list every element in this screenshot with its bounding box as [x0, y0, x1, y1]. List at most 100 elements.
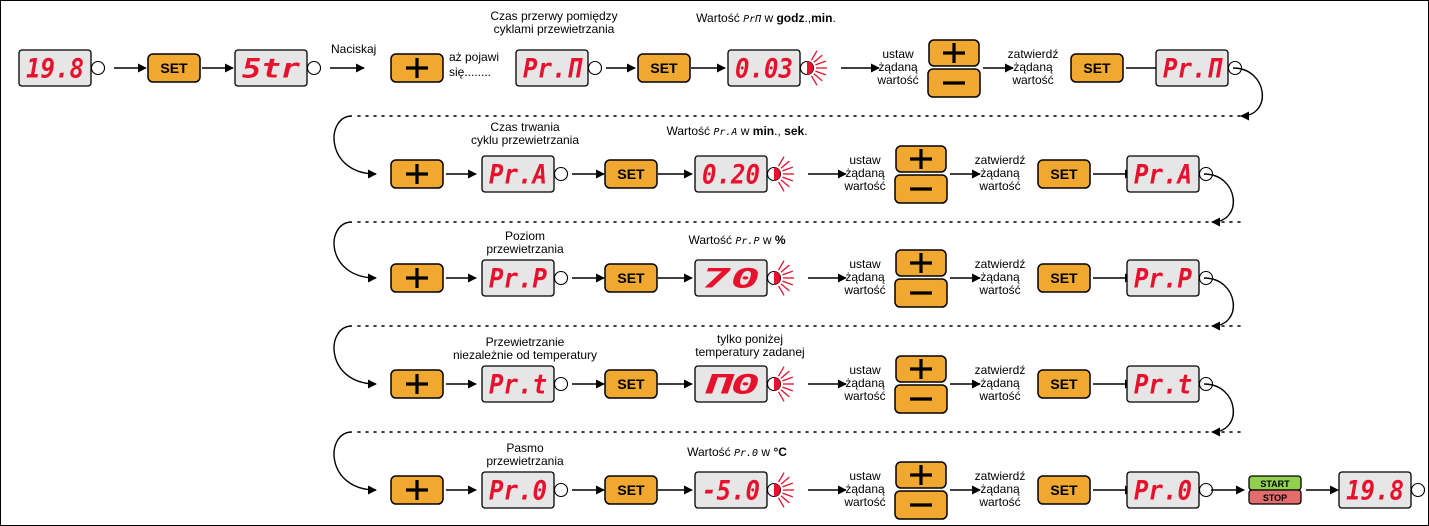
row1-confirm-set-button-label: SET: [1083, 60, 1111, 76]
row5-param-confirm-display: Pr.0: [1126, 471, 1214, 509]
row1-title: cyklami przewietrzania: [494, 22, 615, 36]
start-temp-display-led: [90, 60, 106, 76]
row4-confirm-label: zatwierdź: [975, 363, 1026, 377]
row2-confirm-label: wartość: [978, 179, 1020, 193]
row2-minus-button[interactable]: [894, 174, 948, 204]
row3-minus-button[interactable]: [894, 278, 948, 308]
row4-set-button[interactable]: SET: [604, 369, 658, 399]
caption-part-pre: Wartość: [666, 124, 713, 138]
set-button-2-body[interactable]: [637, 53, 691, 83]
press-label: Naciskaj: [331, 42, 376, 56]
row3-confirm-set-button-label: SET: [1050, 270, 1078, 286]
row3-value-display: 70: [694, 259, 794, 297]
start-temp-display-text: 19.8: [26, 54, 84, 85]
blink-ray: [782, 166, 794, 172]
row5-confirm-label: żądaną: [980, 482, 1020, 496]
row1-confirm-set-button-body[interactable]: [1070, 53, 1124, 83]
row2-set-button-body[interactable]: [604, 159, 658, 189]
row4-confirm-set-button-body[interactable]: [1037, 369, 1091, 399]
stop-half[interactable]: [1248, 489, 1302, 505]
row5-minus-button[interactable]: [894, 490, 948, 520]
blink-ray: [810, 75, 818, 86]
row3-confirm-set-button-body[interactable]: [1037, 263, 1091, 293]
blink-ray: [782, 376, 794, 382]
row4-param-confirm-display: Pr.t: [1126, 365, 1214, 403]
row4-plus-nav-button[interactable]: [390, 369, 444, 399]
row2-title: Czas trwania: [490, 120, 560, 134]
row4-value-caption: temperatury zadanej: [695, 345, 804, 359]
row4-confirm-label: wartość: [978, 389, 1020, 403]
row5-set-button-label: SET: [617, 482, 645, 498]
row3-plus-nav-button[interactable]: [390, 263, 444, 293]
row2-value-caption: Wartość Pr.A w min., sek.: [666, 124, 807, 138]
row2-confirm-set-button[interactable]: SET: [1037, 159, 1091, 189]
row1-confirm-label: wartość: [1011, 73, 1053, 87]
blink-ray: [777, 181, 785, 192]
row2-plus-nav-button[interactable]: [390, 159, 444, 189]
blink-ray: [813, 54, 823, 63]
end-temp-display-led: [1410, 482, 1426, 498]
row3-set-button[interactable]: SET: [604, 263, 658, 293]
row3-adjust-label: ustaw: [849, 257, 881, 271]
row1-plus-button[interactable]: [928, 39, 980, 67]
row2-plus-button[interactable]: [895, 145, 947, 173]
row3-conn-right-curve: [1203, 277, 1235, 331]
row3-confirm-label: żądaną: [980, 270, 1020, 284]
row4-conn-right-curve: [1203, 383, 1235, 437]
row3-confirm-set-button[interactable]: SET: [1037, 263, 1091, 293]
set-button-2[interactable]: SET: [637, 53, 691, 83]
caption-part-pre: Wartość: [688, 233, 735, 247]
row2-adjust-label: wartość: [843, 179, 885, 193]
row4-param-display: Pr.t: [481, 365, 569, 403]
plus-button-1[interactable]: [390, 53, 444, 83]
str-display-led: [306, 60, 322, 76]
row3-set-button-label: SET: [617, 270, 645, 286]
blink-ray: [780, 476, 790, 485]
caption-part-b2: sek: [784, 124, 804, 138]
row3-plus-button[interactable]: [895, 249, 947, 277]
row5-adjust-label: ustaw: [849, 469, 881, 483]
blink-ray: [782, 482, 794, 488]
row4-value-display-text: П0: [702, 370, 760, 401]
caption-part-mid: w: [759, 233, 774, 247]
row5-confirm-set-button-body[interactable]: [1037, 475, 1091, 505]
row5-confirm-set-button[interactable]: SET: [1037, 475, 1091, 505]
row1-title: Czas przerwy pomiędzy: [490, 9, 617, 23]
row4-confirm-set-button[interactable]: SET: [1037, 369, 1091, 399]
row2-set-button[interactable]: SET: [604, 159, 658, 189]
row3-adjust-label: żądaną: [845, 270, 885, 284]
row5-adjust-label: żądaną: [845, 482, 885, 496]
row5-set-button[interactable]: SET: [604, 475, 658, 505]
plus-icon: [910, 465, 932, 485]
row4-minus-button[interactable]: [894, 384, 948, 414]
set-button-1-body[interactable]: [147, 53, 201, 83]
until-label-2: się........: [449, 65, 491, 79]
blink-ray: [813, 73, 823, 82]
row2-confirm-set-button-body[interactable]: [1037, 159, 1091, 189]
blink-ray: [777, 156, 785, 167]
row4-conn-left-curve: [333, 431, 377, 495]
blink-ray: [780, 389, 790, 398]
blink-ray: [782, 386, 794, 392]
set-button-1[interactable]: SET: [147, 53, 201, 83]
row5-plus-button[interactable]: [895, 461, 947, 489]
row1-minus-button[interactable]: [927, 68, 981, 98]
row1-value-display-led-lit: [807, 61, 814, 75]
row4-value-display: П0: [694, 365, 794, 403]
row3-param-display: Pr.P: [481, 259, 569, 297]
blink-ray: [782, 492, 794, 498]
row5-plus-nav-button[interactable]: [390, 475, 444, 505]
row3-conn-left-curve: [333, 325, 377, 389]
row5-set-button-body[interactable]: [604, 475, 658, 505]
row1-value-display-text: 0.03: [735, 54, 793, 85]
end-temp-display: 19.8: [1338, 471, 1426, 509]
row5-value-caption: Wartość Pr.0 w °C: [687, 445, 787, 459]
row4-set-button-body[interactable]: [604, 369, 658, 399]
row3-adjust-label: wartość: [843, 283, 885, 297]
row4-plus-button[interactable]: [895, 355, 947, 383]
row1-confirm-set-button[interactable]: SET: [1070, 53, 1124, 83]
row3-set-button-body[interactable]: [604, 263, 658, 293]
row5-param-confirm-display-text: Pr.0: [1134, 476, 1192, 507]
